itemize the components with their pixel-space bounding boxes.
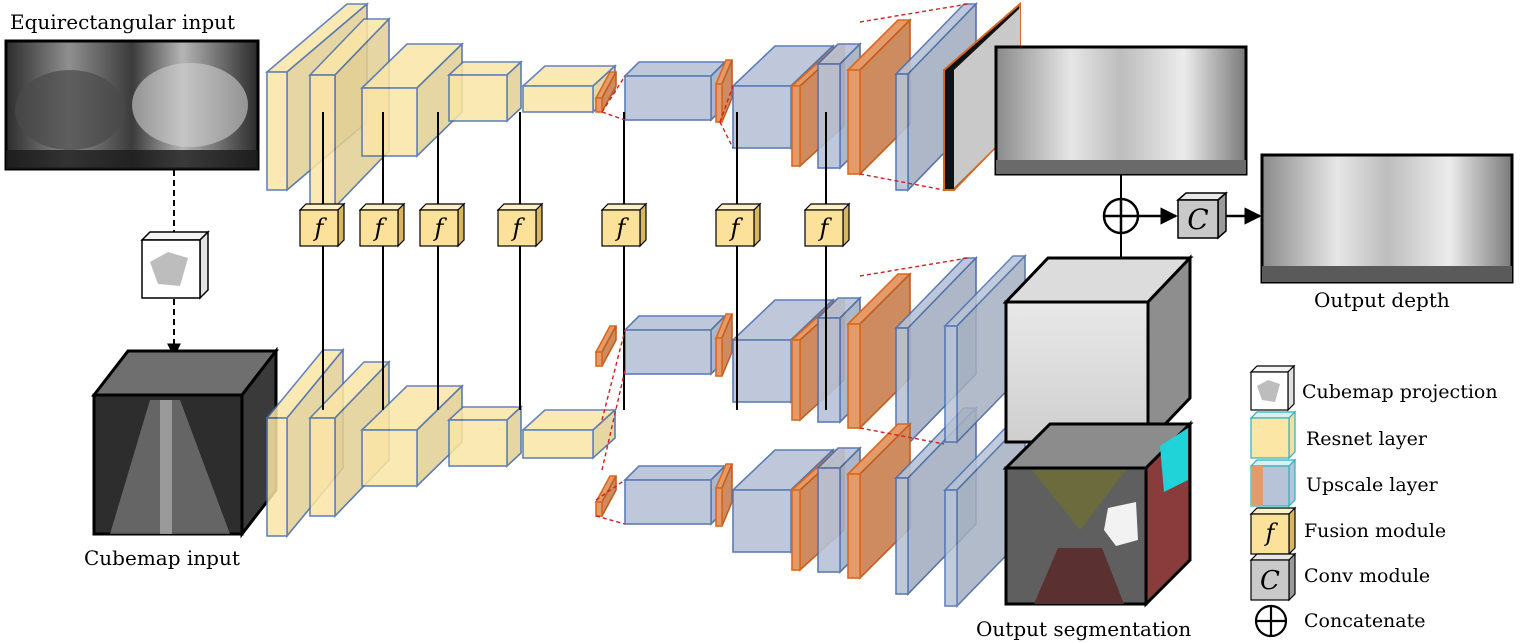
legend-upscale-layer: Upscale layer — [1306, 474, 1438, 496]
decoder-bottom-orange-1 — [594, 475, 618, 517]
fusion-module-1: f — [298, 202, 346, 248]
cubemap-input-image — [90, 346, 280, 539]
legend-upscale-icon — [1249, 458, 1297, 508]
expansion-guide-line-7 — [859, 257, 969, 277]
decoder-top-orange-1 — [594, 71, 618, 113]
concatenate-symbol — [1102, 197, 1140, 235]
expansion-guide-line-12 — [595, 515, 626, 525]
expansion-guide-line-2 — [601, 111, 626, 121]
legend-concatenate: Concatenate — [1304, 610, 1426, 632]
equirect-input-label: Equirectangular input — [10, 10, 236, 34]
output-depth-label: Output depth — [1314, 288, 1450, 312]
resnet-layer-top-4 — [446, 60, 524, 123]
expansion-guide-line-8 — [859, 427, 945, 445]
legend-resnet-layer: Resnet layer — [1306, 428, 1427, 450]
expansion-guide-line-3 — [719, 85, 734, 123]
expansion-guide-line-11 — [595, 479, 626, 501]
decoder-mid-orange-2 — [714, 313, 734, 377]
fusion-module-3: f — [418, 202, 466, 248]
decoder-mid-orange-1 — [594, 325, 618, 367]
legend-fusion-icon: f — [1249, 506, 1297, 556]
expansion-guide-line-6 — [859, 173, 945, 191]
cubemap-input-label: Cubemap input — [84, 546, 240, 570]
legend-conv-icon: C — [1249, 552, 1297, 602]
resnet-layer-bottom-5 — [520, 408, 618, 460]
decoder-bottom-upscale-1 — [623, 464, 727, 526]
legend-cubemap-icon — [1249, 364, 1296, 412]
expansion-guide-line-10 — [601, 369, 626, 471]
fusion-module-6: f — [714, 202, 762, 248]
equirect-input-image — [4, 39, 260, 171]
output-depth-map-top — [994, 45, 1248, 176]
cubemap-projection-icon — [140, 230, 210, 300]
expansion-guide-line-4 — [719, 121, 734, 149]
legend-concatenate-icon — [1254, 604, 1288, 638]
legend-conv-letter: C — [1260, 566, 1280, 596]
resnet-layer-bottom-4 — [446, 405, 524, 468]
fusion-module-2: f — [358, 202, 406, 248]
resnet-layer-top-3 — [360, 42, 464, 158]
fusion-module-5: f — [600, 202, 648, 248]
fusion-module-7: f — [803, 202, 851, 248]
conv-module-letter: C — [1187, 203, 1208, 236]
fusion-module-4: f — [496, 202, 544, 248]
expansion-guide-line-9 — [601, 329, 626, 421]
expansion-guide-line-5 — [859, 3, 969, 23]
expansion-guide-line-1 — [601, 75, 626, 113]
legend-resnet-icon — [1249, 410, 1297, 460]
conv-module-box: C — [1176, 191, 1228, 240]
legend-conv-module: Conv module — [1304, 565, 1431, 587]
legend-cubemap-projection: Cubemap projection — [1302, 381, 1498, 403]
decoder-bottom-orange-2 — [714, 463, 734, 527]
output-segmentation-cube — [1002, 420, 1194, 608]
output-depth-map — [1260, 153, 1514, 284]
output-segmentation-label: Output segmentation — [976, 617, 1192, 641]
legend-fusion-module: Fusion module — [1304, 520, 1447, 542]
decoder-mid-upscale-4 — [894, 256, 978, 446]
decoder-mid-upscale-1 — [623, 314, 727, 376]
resnet-layer-bottom-3 — [360, 384, 464, 488]
decoder-top-orange-2 — [714, 59, 734, 123]
decoder-top-upscale-1 — [623, 60, 727, 122]
output-depth-cube — [1002, 254, 1194, 446]
